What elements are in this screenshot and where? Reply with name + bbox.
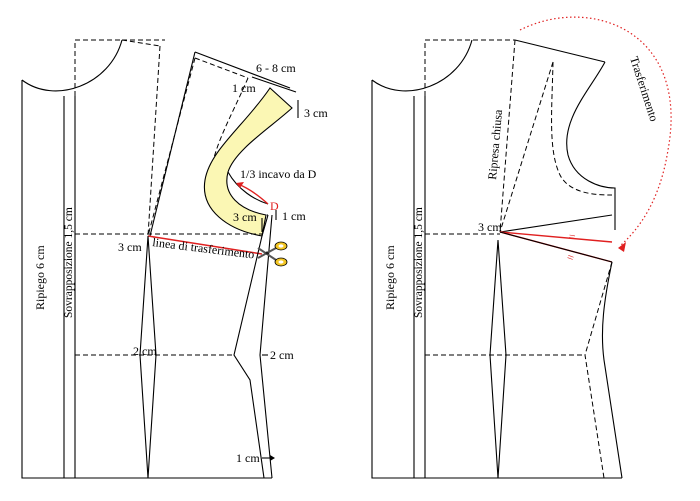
right-facing-label: Ripiego 6 cm	[383, 245, 397, 310]
right-closed-dart-label: Ripresa chiusa	[485, 108, 505, 180]
right-shoulder-line	[514, 39, 606, 63]
right-overlap-label: Sovrapposizione 1,5 cm	[413, 207, 425, 318]
left-armhole-curve	[227, 171, 269, 205]
left-point-d: D	[270, 199, 279, 213]
right-waist-dart	[489, 239, 507, 479]
left-red-arrowhead	[236, 182, 244, 188]
left-neck-curve	[21, 39, 123, 92]
left-arrow-6-8	[251, 76, 297, 93]
right-transfer-arc	[519, 16, 672, 247]
left-pattern: Ripiego 6 cm Sovrapposizione 1,5 cm 6 - …	[21, 39, 328, 479]
right-measure-3cm: 3 cm	[478, 220, 502, 234]
left-transfer-line-label: linea di trasferimento	[152, 235, 256, 261]
left-top-dashed	[74, 39, 165, 96]
left-dart-solid	[149, 51, 196, 237]
left-facing-label: Ripiego 6 cm	[33, 245, 47, 310]
left-measure-2cm-right: 2 cm	[270, 348, 294, 362]
right-transfer-label: Trasferimento	[627, 55, 661, 124]
left-side-seam	[233, 214, 269, 479]
left-transfer-red-line	[147, 235, 263, 255]
right-new-dart-upper	[499, 214, 613, 233]
right-new-dart-lower	[499, 231, 613, 263]
right-armhole-dashed	[551, 61, 613, 196]
left-measure-3cm-neck: 3 cm	[304, 106, 328, 120]
right-side-seam-dashed	[584, 261, 613, 479]
left-measure-1cm-side: 1 cm	[282, 209, 306, 223]
left-measure-6-8: 6 - 8 cm	[256, 61, 296, 75]
right-neck-curve	[371, 39, 473, 92]
left-hem-arrowhead	[270, 455, 275, 461]
left-measure-3cm-under: 3 cm	[233, 210, 257, 224]
left-side-seam-outer	[259, 214, 273, 479]
right-pattern: = = Ripiego 6 cm Sovrapposizione 1,5 cm …	[371, 16, 672, 479]
left-overlap-label: Sovrapposizione 1,5 cm	[63, 207, 75, 318]
right-armhole-solid	[566, 61, 616, 230]
right-new-dart-red-1	[499, 231, 613, 243]
left-measure-1cm-shoulder: 1 cm	[232, 81, 256, 95]
left-shoulder-dashed	[121, 39, 161, 237]
left-measure-2cm-left: 2 cm	[133, 344, 157, 358]
left-measure-3cm-dart: 3 cm	[118, 240, 142, 254]
right-tick-1: =	[567, 229, 576, 244]
left-armhole-note: 1/3 incavo da D	[240, 167, 317, 181]
left-armhole-red-arrow	[237, 183, 269, 205]
left-measure-1cm-hem: 1 cm	[236, 451, 260, 465]
right-frame-outline	[371, 80, 622, 479]
right-tick-2: =	[565, 250, 576, 266]
right-closed-dart-dashed	[499, 39, 554, 233]
left-frame-outline	[21, 80, 272, 479]
right-transfer-arrowhead	[618, 242, 626, 252]
left-waist-dart	[139, 235, 157, 479]
right-top-dashed	[424, 39, 515, 96]
left-shoulder-inner-dashed	[194, 57, 249, 79]
left-shoulder-line	[194, 51, 291, 89]
right-side-seam	[601, 261, 623, 479]
scissors-icon	[257, 241, 288, 267]
